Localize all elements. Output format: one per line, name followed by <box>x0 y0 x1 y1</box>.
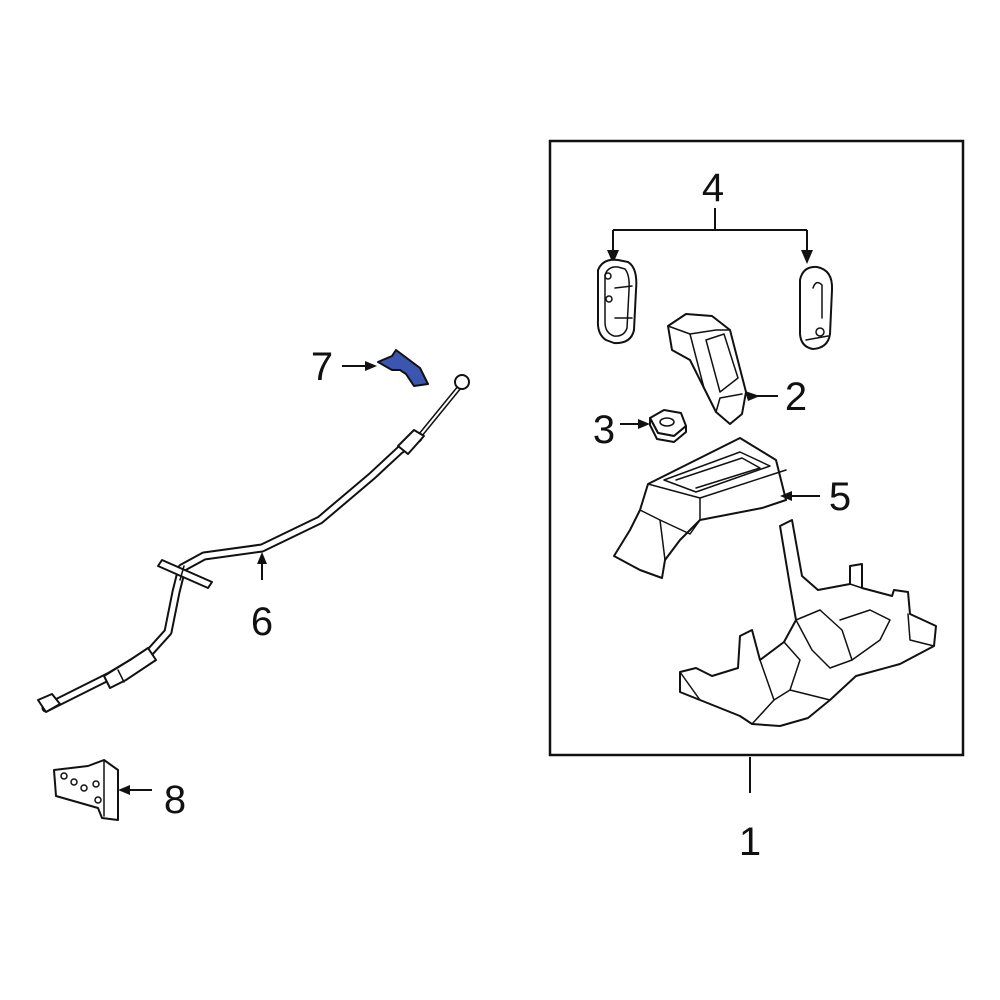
knob-trim-left <box>596 258 638 345</box>
shift-cable <box>37 374 470 713</box>
mounting-plate <box>53 759 119 821</box>
callout-1: 1 <box>739 820 761 864</box>
shift-indicator-bezel <box>613 437 787 579</box>
shifter-base <box>679 519 937 727</box>
callout-2: 2 <box>785 375 807 419</box>
shift-knob <box>667 313 747 425</box>
callout-7: 7 <box>311 345 333 389</box>
nut <box>649 409 687 443</box>
callout-8: 8 <box>164 778 186 822</box>
callout-4-bracket <box>607 208 813 264</box>
callout-5: 5 <box>829 475 851 519</box>
callout-6: 6 <box>251 600 273 644</box>
callout-4: 4 <box>702 166 724 210</box>
callout-3: 3 <box>593 408 615 452</box>
assembly-box <box>548 139 965 757</box>
bracket-part-7 <box>377 349 429 387</box>
knob-trim-right <box>799 265 834 350</box>
